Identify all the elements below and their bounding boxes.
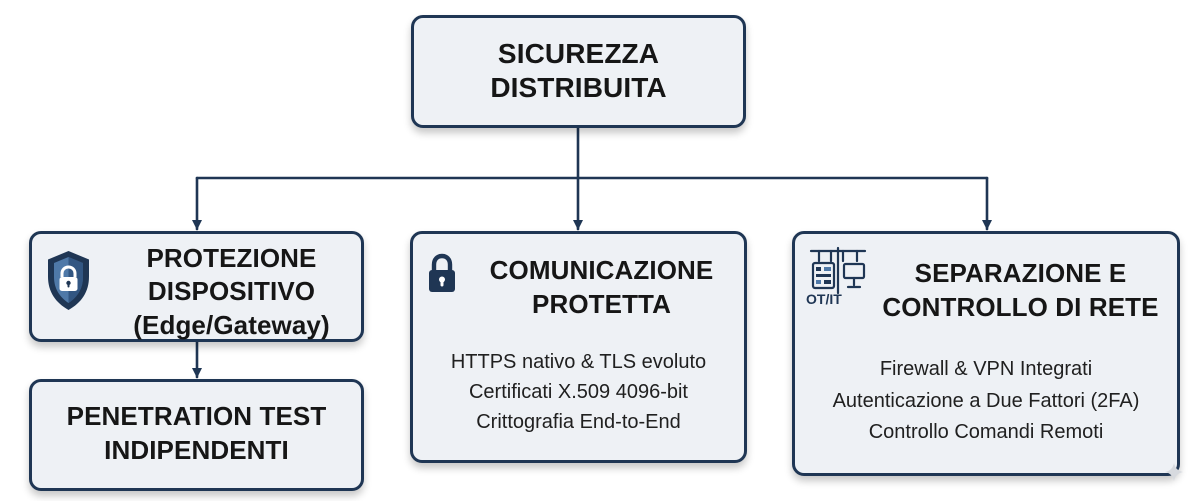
- device-protection-title-line-3: (Edge/Gateway): [133, 309, 330, 340]
- ot-it-label: OT/IT: [806, 291, 842, 307]
- penetration-test-title: PENETRATION TEST INDIPENDENTI: [67, 400, 327, 468]
- penetration-test-node: PENETRATION TEST INDIPENDENTI: [29, 379, 364, 491]
- network-control-detail-3: Controllo Comandi Remoti: [868, 421, 1104, 444]
- protected-communication-detail-1: HTTPS nativo & TLS evoluto: [450, 351, 707, 373]
- device-protection-title-line-1: PROTEZIONE: [146, 243, 317, 273]
- penetration-test-title-line-2: INDIPENDENTI: [104, 435, 289, 465]
- protected-communication-node: COMUNICAZIONE PROTETTA HTTPS nativo & TL…: [410, 231, 747, 463]
- root-title-line-2: DISTRIBUITA: [490, 71, 667, 103]
- protected-communication-detail-3: Crittografia End-to-End: [476, 411, 681, 433]
- device-protection-title: PROTEZIONE DISPOSITIVO (Edge/Gateway): [110, 242, 353, 342]
- sparkle-watermark-icon: [1165, 463, 1183, 481]
- network-control-node: OT/IT SEPARAZIONE E CONTROLLO DI RETE Fi…: [792, 231, 1180, 476]
- network-control-title-line-2: CONTROLLO DI RETE: [882, 292, 1159, 323]
- network-control-title-line-1: SEPARAZIONE E: [914, 258, 1127, 288]
- protected-communication-title-line-2: PROTETTA: [532, 288, 671, 319]
- shield-lock-icon: [48, 251, 89, 310]
- protected-communication-title-line-1: COMUNICAZIONE: [489, 255, 714, 285]
- root-node: SICUREZZA DISTRIBUITA: [411, 15, 746, 128]
- network-control-detail-2: Autenticazione a Due Fattori (2FA): [832, 389, 1140, 412]
- network-control-title: SEPARAZIONE E CONTROLLO DI RETE: [872, 256, 1169, 324]
- protected-communication-title: COMUNICAZIONE PROTETTA: [467, 254, 736, 322]
- root-title-line-1: SICUREZZA: [497, 37, 660, 69]
- padlock-icon: [429, 253, 455, 292]
- network-control-detail-1: Firewall & VPN Integrati: [879, 358, 1093, 380]
- network-control-details: Firewall & VPN Integrati Autenticazione …: [803, 354, 1169, 449]
- network-separation-icon: [809, 246, 867, 295]
- protected-communication-detail-2: Certificati X.509 4096-bit: [468, 381, 688, 403]
- root-title: SICUREZZA DISTRIBUITA: [490, 37, 666, 104]
- protected-communication-details: HTTPS nativo & TLS evoluto Certificati X…: [421, 347, 736, 437]
- device-protection-node: PROTEZIONE DISPOSITIVO (Edge/Gateway): [29, 231, 364, 342]
- penetration-test-title-line-1: PENETRATION TEST: [66, 401, 327, 432]
- device-protection-title-line-2: DISPOSITIVO: [147, 276, 316, 307]
